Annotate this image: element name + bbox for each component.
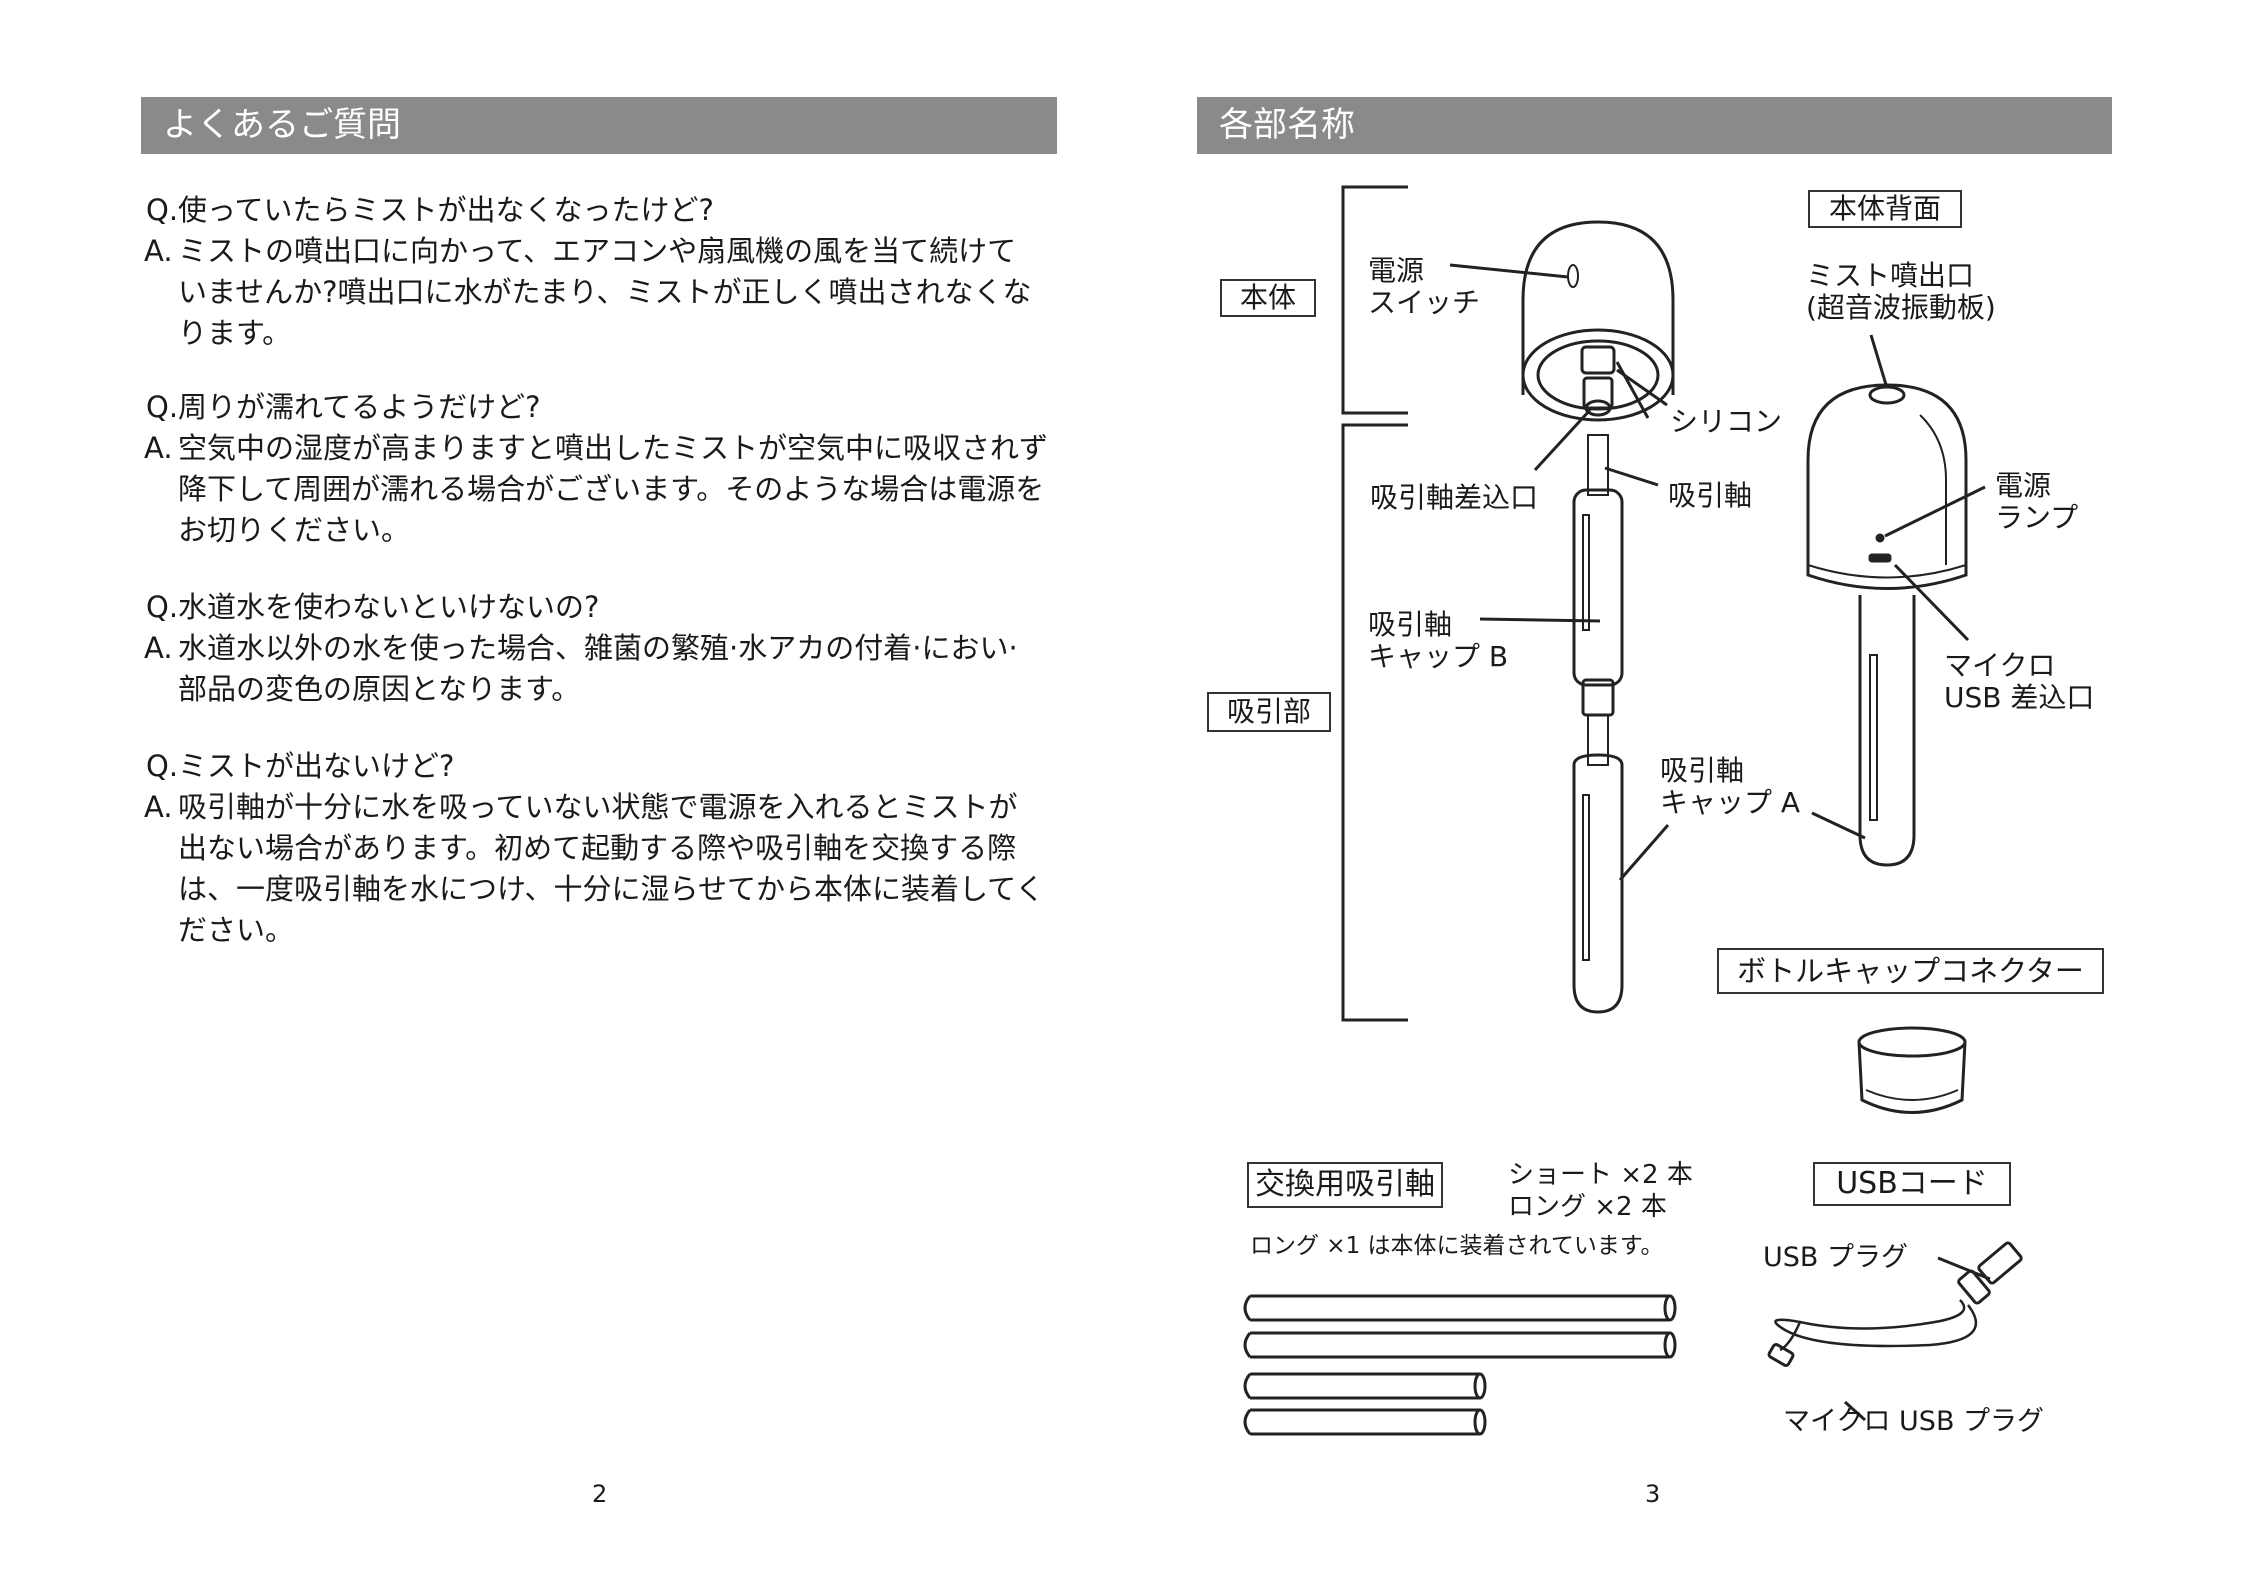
faq-question: Q.ミストが出ないけど? xyxy=(146,749,455,783)
micro-usb-plug xyxy=(1767,1343,1795,1367)
parts-header: 各部名称 xyxy=(1197,97,2112,154)
power-lamp xyxy=(1875,533,1885,543)
shaft-count-label: ショート ×2 本ロング ×2 本 xyxy=(1508,1160,1693,1222)
usb-plug-label: USB プラグ xyxy=(1763,1242,1909,1273)
shaft-label: 吸引軸 xyxy=(1668,479,1753,512)
body-group-label: 本体 xyxy=(1220,279,1316,317)
bottle-cap-connector xyxy=(1857,1026,1967,1058)
suction-bracket xyxy=(1341,423,1408,1022)
cap-b-label: 吸引軸キャップ B xyxy=(1368,608,1509,673)
shaft-top xyxy=(1587,434,1609,496)
page-number: 2 xyxy=(592,1480,608,1508)
usb-cord-label: USBコード xyxy=(1813,1162,2011,1206)
suction-group-label: 吸引部 xyxy=(1207,692,1331,732)
faq-header: よくあるご質問 xyxy=(141,97,1057,154)
usb-plug xyxy=(1977,1241,2023,1285)
silicone-label: シリコン xyxy=(1670,405,1783,438)
faq-question: Q.周りが濡れてるようだけど? xyxy=(146,390,541,424)
replacement-shaft-long xyxy=(1243,1331,1670,1359)
mist-outlet xyxy=(1868,385,1906,405)
replacement-shaft-label: 交換用吸引軸 xyxy=(1247,1162,1443,1208)
replacement-shaft-long xyxy=(1243,1294,1670,1322)
unit-back xyxy=(1806,383,1968,590)
replacement-shaft-short xyxy=(1243,1408,1480,1436)
faq-answer: A.吸引軸が十分に水を吸っていない状態で電源を入れるとミストが出ない場合がありま… xyxy=(144,790,1045,947)
unit-base xyxy=(1521,328,1675,422)
micro-usb-plug-label: マイクロ USB プラグ xyxy=(1783,1406,2045,1437)
usb-cord xyxy=(1774,1299,1978,1348)
power-switch xyxy=(1567,264,1579,288)
body-bracket xyxy=(1341,185,1408,415)
faq-question: Q.使っていたらミストが出なくなったけど? xyxy=(146,193,714,227)
faq-item: Q.ミストが出ないけど? A.吸引軸が十分に水を吸っていない状態で電源を入れると… xyxy=(144,746,1066,951)
faq-answer: A.水道水以外の水を使った場合、雑菌の繁殖·水アカの付着·におい·部品の変色の原… xyxy=(144,631,1018,706)
micro-usb-port xyxy=(1868,553,1892,563)
bottle-cap-connector-label: ボトルキャップコネクター xyxy=(1717,948,2104,994)
page-number: 3 xyxy=(1645,1480,1661,1508)
faq-item: Q.周りが濡れてるようだけど? A.空気中の湿度が高まりますと噴出したミストが空… xyxy=(144,387,1066,551)
faq-answer: A.ミストの噴出口に向かって、エアコンや扇風機の風を当て続けていませんか?噴出口… xyxy=(144,234,1032,350)
replacement-shaft-short xyxy=(1243,1372,1480,1400)
faq-item: Q.水道水を使わないといけないの? A.水道水以外の水を使った場合、雑菌の繁殖·… xyxy=(144,587,1066,710)
unit-dome xyxy=(1521,220,1675,395)
shaft-inlet-label: 吸引軸差込口 xyxy=(1370,481,1539,514)
mist-outlet-label: ミスト噴出口(超音波振動板) xyxy=(1806,259,1996,324)
back-view-label: 本体背面 xyxy=(1808,190,1962,228)
power-switch-label: 電源スイッチ xyxy=(1368,254,1481,319)
faq-question: Q.水道水を使わないといけないの? xyxy=(146,590,600,624)
long-shaft-note: ロング ×1 は本体に装着されています。 xyxy=(1250,1233,1664,1259)
faq-item: Q.使っていたらミストが出なくなったけど? A.ミストの噴出口に向かって、エアコ… xyxy=(144,190,1066,354)
cap-b xyxy=(1572,488,1624,687)
cap-a-label: 吸引軸キャップ A xyxy=(1660,754,1801,819)
cap-a xyxy=(1572,753,1624,1014)
power-lamp-label: 電源ランプ xyxy=(1995,469,2079,534)
faq-answer: A.空気中の湿度が高まりますと噴出したミストが空気中に吸収されず降下して周囲が濡… xyxy=(144,431,1049,547)
